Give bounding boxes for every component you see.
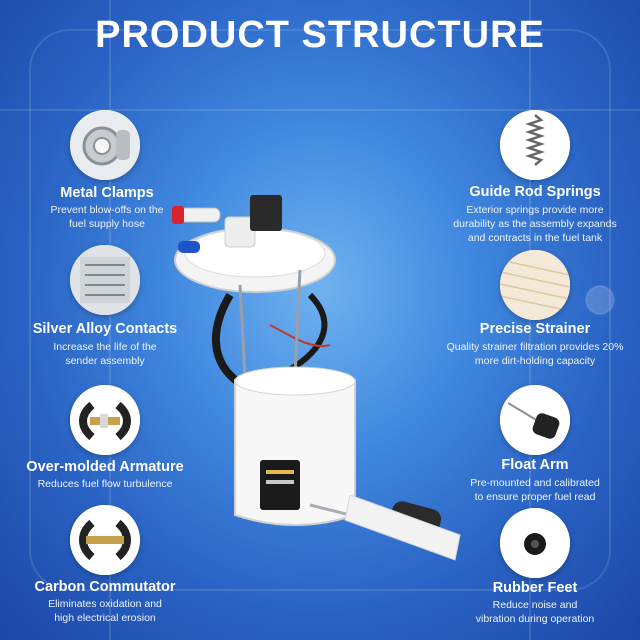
feature-desc-precise-strainer: Quality strainer filtration provides 20%… <box>425 340 640 368</box>
feature-desc-over-molded-armature: Reduces fuel flow turbulence <box>0 477 210 491</box>
feature-desc-float-arm: Pre-mounted and calibrated to ensure pro… <box>430 476 640 504</box>
feature-desc-line: fuel supply hose <box>69 218 145 230</box>
feature-desc-line: Prevent blow-offs on the <box>50 204 164 216</box>
fuel-pump-image <box>160 175 500 575</box>
metal-clamp-icon <box>70 110 140 180</box>
feature-title-guide-rod-springs: Guide Rod Springs <box>469 184 601 200</box>
feature-desc-line: sender assembly <box>65 355 145 367</box>
feature-desc-guide-rod-springs: Exterior springs provide more durability… <box>430 203 640 245</box>
feature-desc-rubber-feet: Reduce noise and vibration during operat… <box>430 598 640 626</box>
feature-desc-line: and contracts in the fuel tank <box>467 232 603 244</box>
feature-desc-line: Pre-mounted and calibrated <box>470 477 600 489</box>
feature-title-silver-alloy-contacts: Silver Alloy Contacts <box>32 321 178 337</box>
armature-icon <box>70 385 140 455</box>
feature-desc-carbon-commutator: Eliminates oxidation and high electrical… <box>0 597 210 625</box>
feature-desc-line: durability as the assembly expands <box>453 218 617 230</box>
feature-desc-line: Eliminates oxidation and <box>48 598 162 610</box>
feature-desc-line: high electrical erosion <box>54 612 156 624</box>
silver-contacts-icon <box>70 245 140 315</box>
commutator-icon <box>70 505 140 575</box>
feature-desc-line: more dirt-holding capacity <box>474 355 596 367</box>
feature-desc-silver-alloy-contacts: Increase the life of the sender assembly <box>0 340 210 368</box>
float-arm-icon <box>500 385 570 455</box>
feature-title-metal-clamps: Metal Clamps <box>60 185 154 201</box>
feature-desc-line: Quality strainer filtration provides 20% <box>446 341 624 353</box>
feature-desc-line: vibration during operation <box>475 613 595 625</box>
feature-desc-line: Reduces fuel flow turbulence <box>37 478 173 490</box>
feature-title-float-arm: Float Arm <box>501 457 569 473</box>
rubber-feet-icon <box>500 508 570 578</box>
feature-desc-line: to ensure proper fuel read <box>474 491 596 503</box>
feature-desc-metal-clamps: Prevent blow-offs on the fuel supply hos… <box>2 203 212 231</box>
feature-desc-line: Exterior springs provide more <box>466 204 604 216</box>
feature-title-over-molded-armature: Over-molded Armature <box>26 459 184 475</box>
spring-icon <box>500 110 570 180</box>
feature-title-carbon-commutator: Carbon Commutator <box>34 579 176 595</box>
page-title: PRODUCT STRUCTURE <box>95 14 545 56</box>
feature-desc-line: Increase the life of the <box>53 341 157 353</box>
strainer-icon <box>500 250 570 320</box>
feature-title-precise-strainer: Precise Strainer <box>479 321 591 337</box>
feature-desc-line: Reduce noise and <box>492 599 578 611</box>
feature-title-rubber-feet: Rubber Feet <box>492 580 578 596</box>
